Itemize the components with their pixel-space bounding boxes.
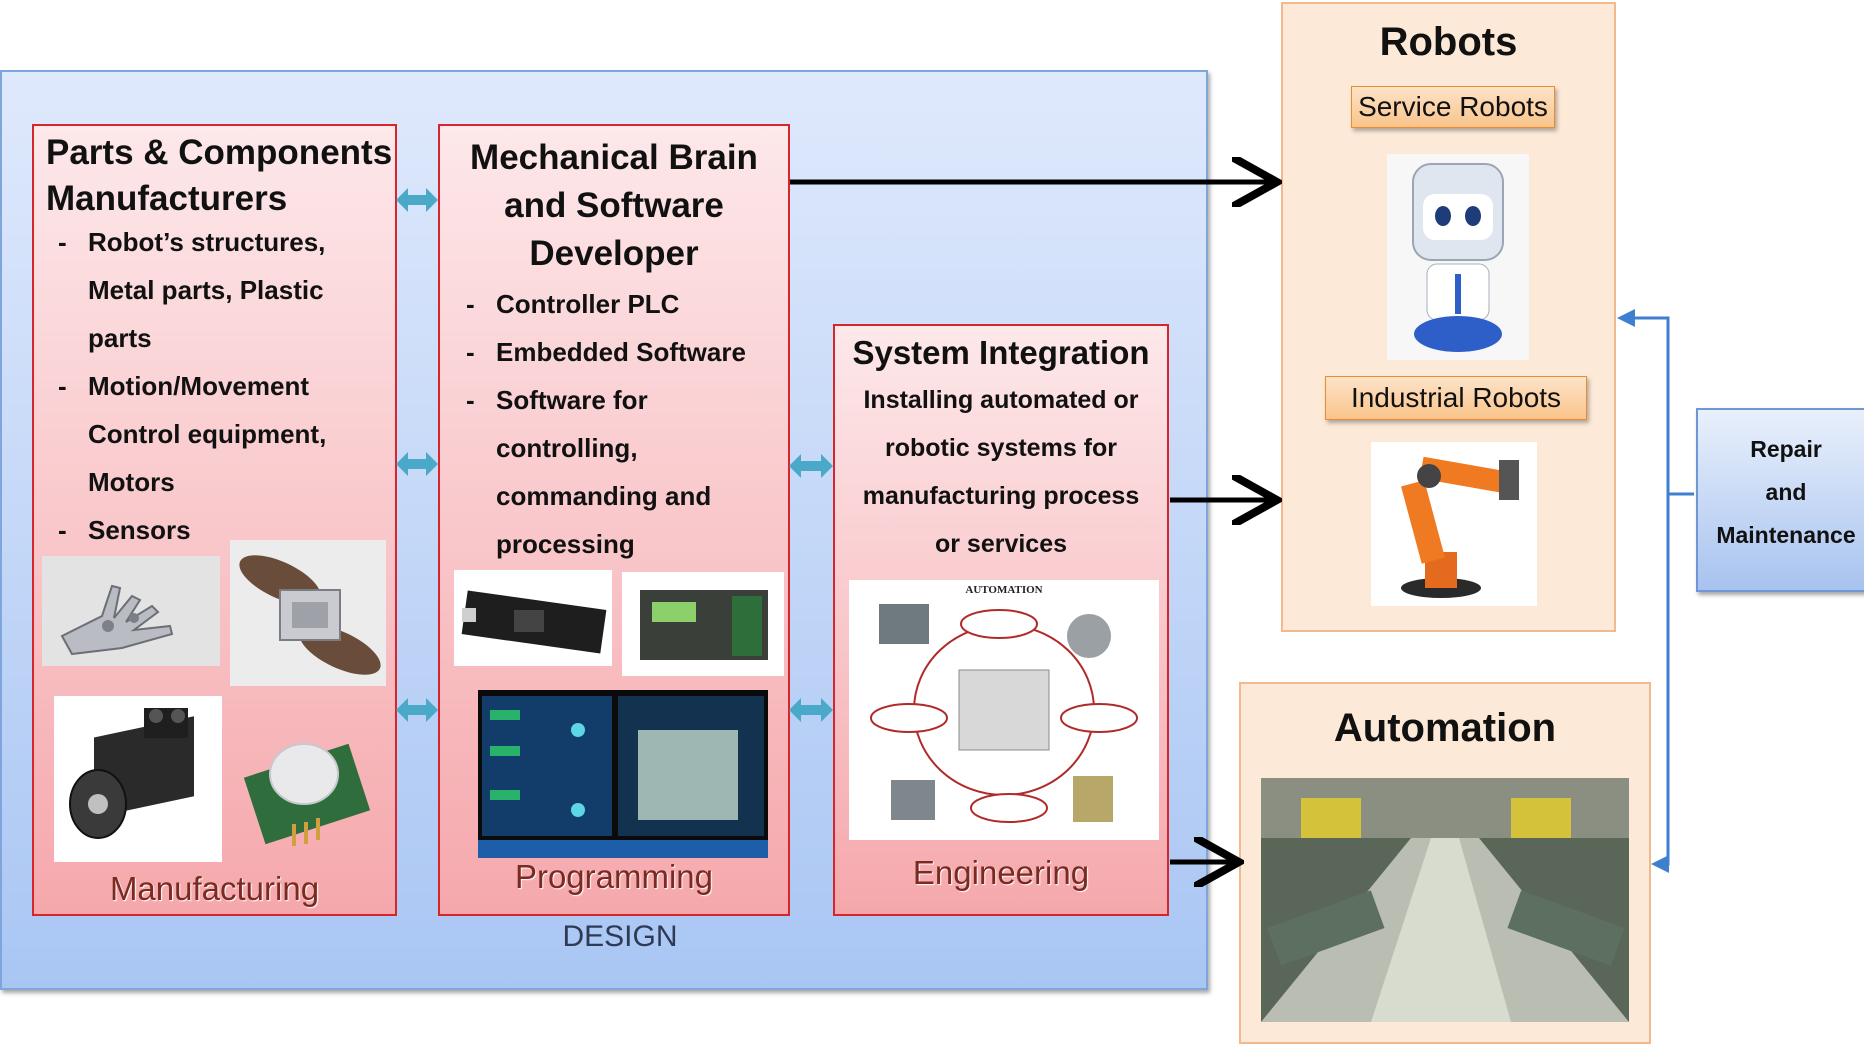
parts-item: parts [88,323,152,353]
design-label: DESIGN [562,920,678,953]
double-arrow-icon [789,698,833,722]
parts-panel: Parts & Components Manufacturers Robot’s… [32,124,397,916]
industrial-robots-label: Industrial Robots [1325,376,1587,420]
double-arrow-icon [396,698,438,722]
brain-list: Controller PLC Embedded Software Softwar… [446,280,786,568]
repair-maintenance-box: Repair and Maintenance [1696,408,1864,592]
integration-line: Installing automated or [863,386,1139,414]
industrial-robot-image [1371,442,1537,606]
parts-item: Motors [88,467,175,497]
automation-box: Automation [1239,682,1651,1044]
hmi-screen-image [478,690,768,858]
repair-line3: Maintenance [1716,522,1856,548]
sensor-image [232,704,382,854]
brain-panel: Mechanical Brain and Software Developer … [438,124,790,916]
integration-line: or services [934,530,1068,558]
microcontroller-board-image [454,570,612,666]
integration-desc: Installing automated or robotic systems … [835,376,1167,568]
repair-line1: Repair [1750,436,1822,462]
feedback-connector [1617,309,1694,496]
factory-line-image [1261,778,1629,1022]
parts-item: Metal parts, Plastic [88,275,324,305]
parts-item: Control equipment, [88,419,327,449]
parts-title-line2: Manufacturers [46,179,288,218]
double-arrow-icon [396,188,438,212]
brain-item: processing [496,529,635,559]
repair-line2: and [1765,479,1807,505]
servo-motor-image [54,696,222,862]
double-arrow-icon [789,454,833,478]
integration-footer: Engineering [912,854,1090,891]
robots-title: Robots [1379,20,1518,64]
brain-title-line1: Mechanical Brain [470,138,758,177]
gear-assembly-image [230,540,386,686]
service-robot-image [1387,154,1529,360]
brain-item: Controller PLC [446,280,786,328]
double-arrow-icon [396,452,438,476]
parts-list: Robot’s structures, Metal parts, Plastic… [38,218,388,554]
brain-item: Embedded Software [446,328,786,376]
robot-hand-image [42,556,220,666]
brain-item: commanding and [496,481,712,511]
integration-panel: System Integration Installing automated … [833,324,1169,916]
brain-footer: Programming [514,858,714,895]
parts-title-line1: Parts & Components [46,133,393,172]
integration-line: robotic systems for [884,434,1117,462]
integration-line: manufacturing process [862,482,1140,510]
feedback-connector [1651,494,1670,873]
plc-controller-image [622,572,784,676]
brain-item: controlling, [496,433,638,463]
parts-footer: Manufacturing [109,870,320,907]
automation-title: Automation [1333,706,1557,750]
service-robots-label: Service Robots [1351,86,1555,128]
brain-title-line3: Developer [529,234,699,273]
parts-item: Motion/Movement [38,362,388,410]
brain-title-line2: and Software [504,186,724,225]
parts-item: Robot’s structures, [38,218,388,266]
parts-item: Sensors [38,506,388,554]
robots-box: Robots Service Robots Industrial Robots [1281,2,1616,632]
automation-diagram-image: AUTOMATION [849,580,1159,840]
brain-item: Software for [446,376,786,424]
automation-diagram-title: AUTOMATION [965,584,1043,596]
integration-title: System Integration [852,334,1150,371]
